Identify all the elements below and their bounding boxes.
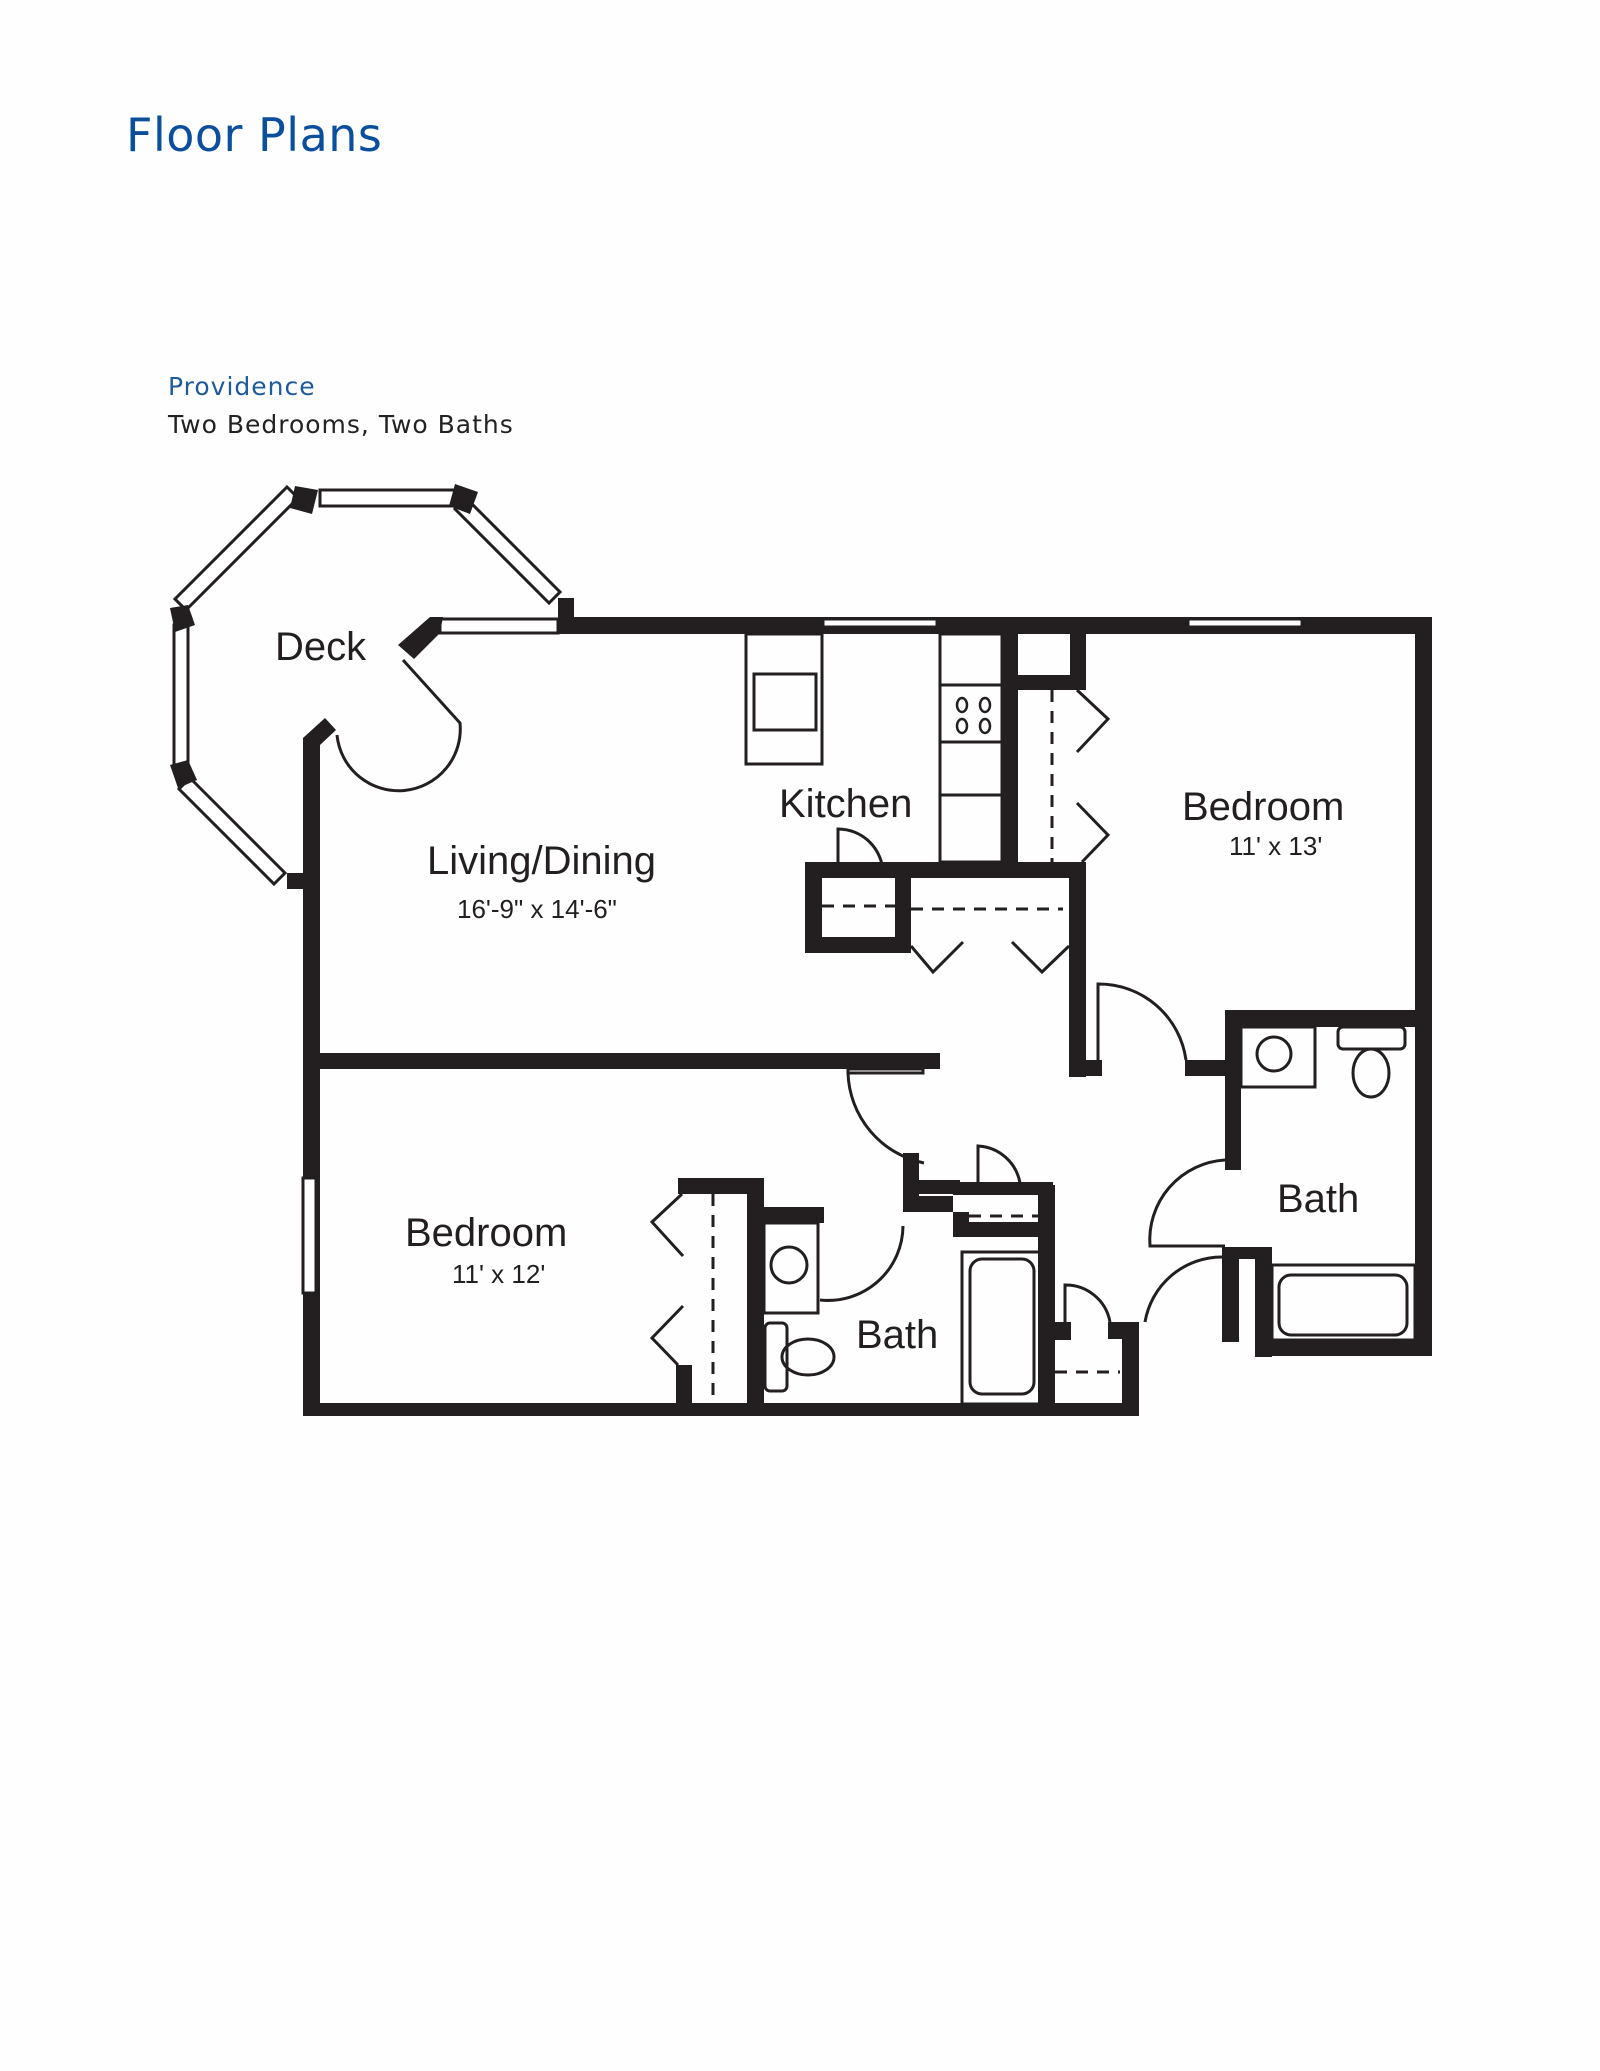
dimensions-bedroom-2: 11' x 12' (452, 1259, 545, 1289)
stove-burners-icon (955, 696, 992, 735)
label-living-dining: Living/Dining (427, 839, 656, 883)
walls (301, 617, 1432, 1416)
dimensions-bedroom-1: 11' x 13' (1229, 831, 1322, 861)
label-bath-2: Bath (856, 1313, 938, 1357)
label-bedroom-2: Bedroom (405, 1211, 567, 1255)
plan-description: Two Bedrooms, Two Baths (168, 410, 514, 439)
label-bath-1: Bath (1277, 1177, 1359, 1221)
plan-name: Providence (168, 372, 316, 401)
label-deck: Deck (275, 625, 367, 669)
doors (335, 658, 1226, 1403)
label-bedroom-1: Bedroom (1182, 785, 1344, 829)
page-title: Floor Plans (126, 108, 383, 162)
dimensions-living-dining: 16'-9" x 14'-6" (457, 894, 617, 924)
deck-railing (170, 484, 574, 889)
kitchen-fixtures (744, 632, 1004, 908)
bath-fixtures (762, 1025, 1417, 1406)
label-kitchen: Kitchen (779, 782, 912, 826)
